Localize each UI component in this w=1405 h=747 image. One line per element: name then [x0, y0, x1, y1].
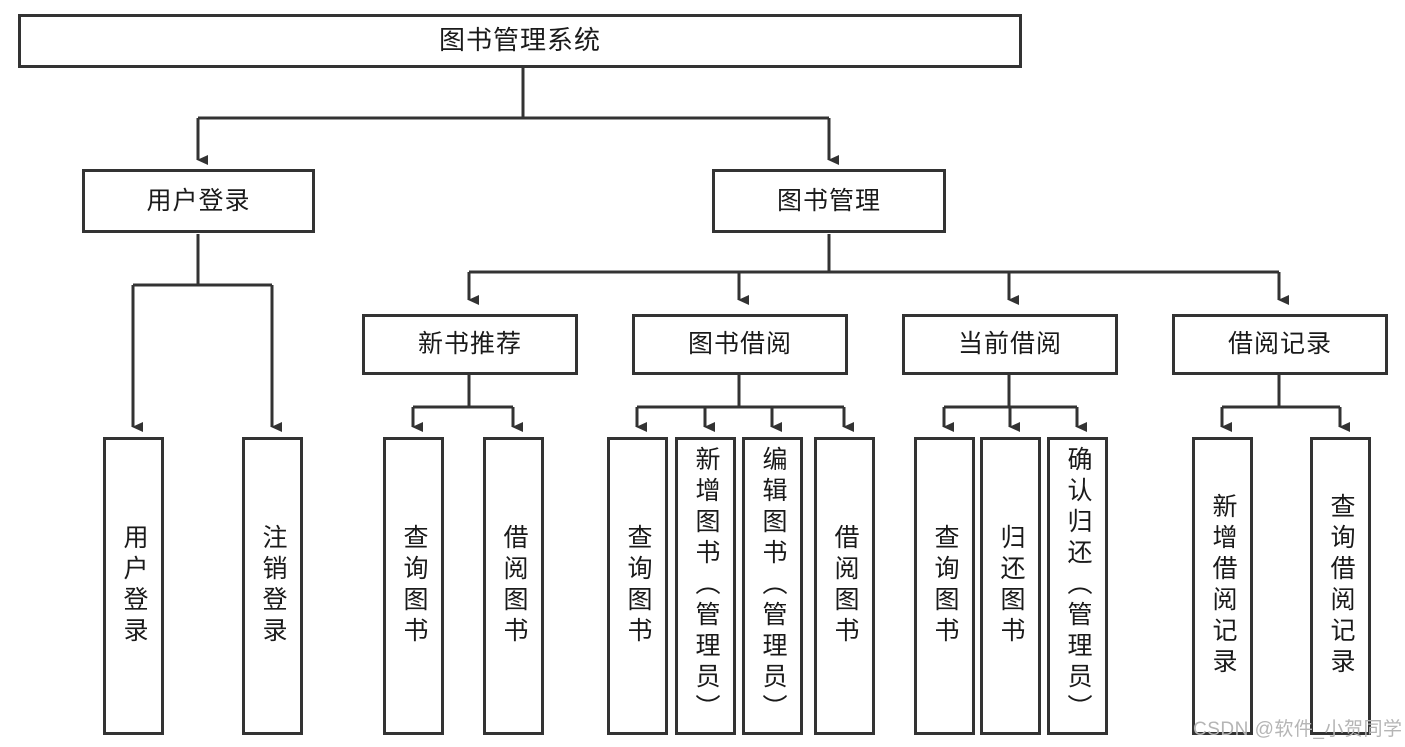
node-label: 查询借阅记录: [1327, 493, 1355, 679]
node-label: 注销登录: [259, 524, 287, 648]
node-label: 借阅图书: [831, 524, 859, 648]
node-label: 用户登录: [146, 186, 251, 215]
leaf-query-book-current[interactable]: 查询图书: [914, 437, 975, 735]
leaf-return-book[interactable]: 归还图书: [980, 437, 1041, 735]
node-label: 用户登录: [120, 524, 148, 648]
node-label: 图书管理: [776, 186, 881, 215]
node-label: 图书管理系统: [438, 25, 601, 56]
node-label: 查询图书: [400, 524, 428, 648]
leaf-add-book-admin[interactable]: 新增图书（管理员）: [675, 437, 736, 735]
node-label: 借阅记录: [1227, 330, 1332, 359]
leaf-borrow-book[interactable]: 借阅图书: [814, 437, 875, 735]
node-label: 编辑图书（管理员）: [759, 446, 787, 725]
node-root-library-system[interactable]: 图书管理系统: [18, 14, 1022, 68]
node-new-book-recommend[interactable]: 新书推荐: [362, 314, 578, 375]
node-label: 查询图书: [931, 524, 959, 648]
leaf-add-borrow-record[interactable]: 新增借阅记录: [1192, 437, 1253, 735]
node-label: 新增图书（管理员）: [692, 446, 720, 725]
node-label: 确认归还（管理员）: [1064, 446, 1092, 725]
leaf-query-book-recommend[interactable]: 查询图书: [383, 437, 444, 735]
node-label: 归还图书: [997, 524, 1025, 648]
node-label: 新书推荐: [417, 330, 522, 359]
leaf-logout-login[interactable]: 注销登录: [242, 437, 303, 735]
leaf-edit-book-admin[interactable]: 编辑图书（管理员）: [742, 437, 803, 735]
leaf-query-book-borrow[interactable]: 查询图书: [607, 437, 668, 735]
node-label: 查询图书: [624, 524, 652, 648]
node-book-borrow[interactable]: 图书借阅: [632, 314, 848, 375]
node-borrow-record[interactable]: 借阅记录: [1172, 314, 1388, 375]
node-label: 当前借阅: [957, 330, 1062, 359]
node-book-management[interactable]: 图书管理: [712, 169, 946, 233]
leaf-query-borrow-record[interactable]: 查询借阅记录: [1310, 437, 1371, 735]
node-label: 图书借阅: [687, 330, 792, 359]
node-label: 新增借阅记录: [1209, 493, 1237, 679]
leaf-confirm-return-admin[interactable]: 确认归还（管理员）: [1047, 437, 1108, 735]
watermark-text: CSDN @软件_小贺同学: [1193, 719, 1403, 740]
node-user-login[interactable]: 用户登录: [82, 169, 315, 233]
leaf-borrow-book-recommend[interactable]: 借阅图书: [483, 437, 544, 735]
node-current-borrow[interactable]: 当前借阅: [902, 314, 1118, 375]
leaf-user-login[interactable]: 用户登录: [103, 437, 164, 735]
node-label: 借阅图书: [500, 524, 528, 648]
